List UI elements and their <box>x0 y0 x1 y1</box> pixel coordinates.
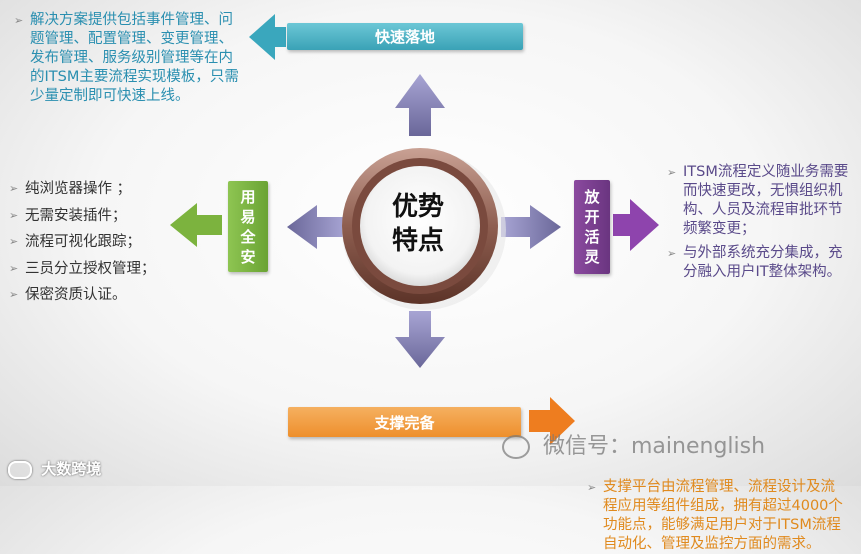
left-label-char: 全 <box>240 227 256 246</box>
wechat-watermark-text: 微信号：mainenglish <box>543 434 766 459</box>
top-description: 解决方案提供包括事件管理、问题管理、配置管理、变更管理、发布管理、服务级别管理等… <box>14 11 242 106</box>
right-label-char: 放 <box>584 188 600 206</box>
left-label-char: 易 <box>240 207 256 226</box>
list-item: 流程可视化跟踪； <box>9 229 175 256</box>
wechat-icon <box>502 435 530 459</box>
top-side-arrow-icon <box>249 14 286 60</box>
list-item: 无需安装插件； <box>9 203 175 230</box>
left-label-char: 安 <box>240 247 256 266</box>
center-title-line1: 优势 <box>391 192 444 222</box>
list-item: 纯浏览器操作 ； <box>9 176 175 203</box>
top-description-text: 解决方案提供包括事件管理、问题管理、配置管理、变更管理、发布管理、服务级别管理等… <box>30 12 239 104</box>
list-item: 与外部系统充分集成，充分融入用户IT整体架构。 <box>667 244 853 282</box>
right-label-char: 活 <box>584 228 600 246</box>
bottom-label: 支撑完备 <box>374 413 435 432</box>
right-label-char: 开 <box>584 208 600 226</box>
bottom-description-text: 支撑平台由流程管理、流程设计及流程应用等组件组成，拥有超过4000个功能点，能够… <box>603 479 843 552</box>
center-title-line2: 特点 <box>391 226 444 256</box>
right-label-char: 灵 <box>584 248 600 266</box>
left-label-char: 用 <box>240 187 256 206</box>
list-item: 保密资质认证。 <box>9 282 175 309</box>
left-label-box: 用 易 全 安 <box>228 181 268 272</box>
left-list: 纯浏览器操作 ； 无需安装插件； 流程可视化跟踪； 三员分立授权管理； 保密资质… <box>9 176 175 309</box>
logo-text: 大数跨境 <box>41 460 102 478</box>
bottom-side-arrow-icon <box>529 397 575 445</box>
top-label-box: 快速落地 <box>287 23 523 50</box>
list-item: ITSM流程定义随业务需要而快速更改，无惧组织机构、人员及流程审批环节频繁变更； <box>667 163 853 239</box>
arrow-down-icon <box>395 311 445 368</box>
center-title: 优势 特点 <box>353 190 483 258</box>
top-label: 快速落地 <box>374 28 435 46</box>
center-circle <box>342 148 506 310</box>
right-list: ITSM流程定义随业务需要而快速更改，无惧组织机构、人员及流程审批环节频繁变更；… <box>667 163 853 282</box>
arrow-right-icon <box>501 205 561 249</box>
diagram-graphics <box>170 14 659 445</box>
arrow-up-icon <box>395 74 445 136</box>
left-side-arrow-icon <box>170 203 222 247</box>
list-item: 三员分立授权管理； <box>9 256 175 283</box>
right-label-box: 放 开 活 灵 <box>574 180 610 274</box>
logo-icon <box>8 460 32 479</box>
bottom-label-box: 支撑完备 <box>288 407 521 437</box>
bottom-description: 支撑平台由流程管理、流程设计及流程应用等组件组成，拥有超过4000个功能点，能够… <box>587 478 843 554</box>
arrow-left-icon <box>287 205 346 249</box>
right-side-arrow-icon <box>613 199 659 251</box>
wechat-watermark: 微信号：mainenglish <box>502 428 765 460</box>
logo-watermark: 大数跨境 <box>8 458 101 479</box>
